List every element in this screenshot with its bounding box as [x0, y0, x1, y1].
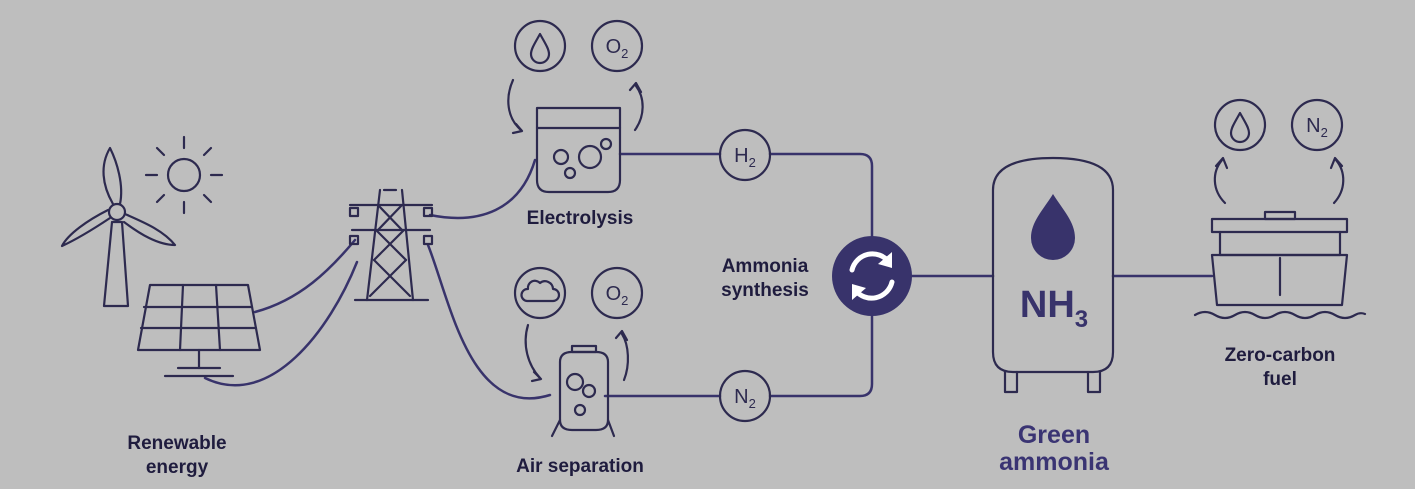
- ammonia-synthesis-label: Ammonia synthesis: [705, 255, 825, 303]
- water-drop-icon: [1031, 194, 1075, 260]
- renewable-energy-label: Renewable energy: [112, 432, 242, 480]
- electrolysis-flow-arrows: [507, 78, 644, 135]
- sun-icon: [144, 135, 224, 215]
- electrolyser-icon: [535, 106, 622, 194]
- wind-turbine-icon: [60, 146, 177, 308]
- svg-text:O2: O2: [606, 36, 629, 61]
- ship-water-output-icon: [1213, 98, 1267, 152]
- electrolysis-water-input-icon: [513, 19, 567, 73]
- nitrogen-badge: N2: [718, 369, 772, 423]
- zero-carbon-line1: Zero-carbon: [1224, 345, 1336, 366]
- hydrogen-badge: H2: [718, 128, 772, 182]
- recycle-icon: [832, 236, 912, 316]
- zero-carbon-line2: fuel: [1263, 369, 1297, 390]
- zero-carbon-fuel-label: Zero-carbon fuel: [1210, 344, 1350, 392]
- electrolysis-oxygen-output-icon: O2: [590, 19, 644, 73]
- ship-icon: [1193, 210, 1367, 320]
- green-ammonia-line2: ammonia: [999, 448, 1109, 476]
- svg-text:H2: H2: [734, 145, 756, 170]
- renewable-label-line1: Renewable: [127, 433, 227, 454]
- ammonia-synthesis-line2: synthesis: [721, 280, 809, 301]
- pylon-icon: [348, 188, 434, 302]
- storage-tank-icon: NH3: [991, 156, 1115, 394]
- air-separation-label: Air separation: [516, 456, 644, 477]
- cloud-icon: [513, 266, 567, 320]
- ammonia-synthesis-line1: Ammonia: [721, 256, 809, 277]
- ship-nitrogen-output-icon: N2: [1290, 98, 1344, 152]
- electrolysis-label: Electrolysis: [526, 208, 634, 229]
- green-ammonia-label: Green ammonia: [990, 422, 1118, 476]
- svg-text:NH3: NH3: [1020, 284, 1088, 333]
- renewable-label-line2: energy: [145, 457, 209, 478]
- process-pipes: [603, 152, 1214, 398]
- svg-text:N2: N2: [734, 386, 756, 411]
- ship-output-arrows: [1213, 156, 1345, 205]
- green-ammonia-line1: Green: [1017, 421, 1091, 449]
- svg-text:N2: N2: [1306, 115, 1328, 140]
- power-cables: [203, 158, 552, 400]
- air-separation-oxygen-output-icon: O2: [590, 266, 644, 320]
- air-separator-icon: [550, 344, 616, 438]
- svg-text:O2: O2: [606, 283, 629, 308]
- air-separation-flow-arrows: [524, 323, 629, 383]
- solar-panel-icon: [136, 283, 262, 378]
